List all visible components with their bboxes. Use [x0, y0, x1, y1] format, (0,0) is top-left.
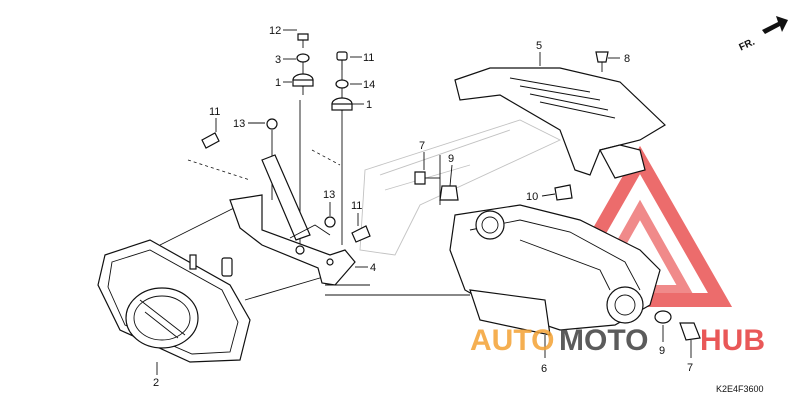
callout-12: 12 [269, 25, 281, 37]
callout-numbers: 12 3 1 11 14 1 11 13 13 11 4 2 7 9 10 5 … [153, 25, 693, 389]
background-emblem [359, 119, 562, 256]
callout-9-left: 9 [448, 153, 454, 165]
headlight-bracket [229, 154, 356, 286]
callout-1-right: 1 [366, 99, 372, 111]
callout-11-left: 11 [209, 106, 220, 118]
callout-11-top: 11 [363, 52, 374, 64]
callout-1-top: 1 [275, 77, 281, 89]
callout-11-right: 11 [351, 200, 362, 212]
callout-3: 3 [275, 54, 281, 66]
callout-13-right: 13 [323, 189, 335, 201]
callout-8: 8 [624, 53, 630, 65]
watermark: AUTO MOTO HUB [470, 324, 765, 357]
callout-2: 2 [153, 377, 159, 389]
callout-leaders [156, 29, 692, 375]
callout-5: 5 [536, 40, 542, 52]
callout-7-left: 7 [419, 140, 425, 152]
fasteners [201, 33, 701, 341]
watermark-hub: HUB [700, 324, 765, 357]
headlight-lens [97, 239, 251, 363]
diagram-code: K2E4F3600 [716, 384, 764, 394]
callout-14: 14 [363, 79, 375, 91]
watermark-auto: AUTO [470, 324, 554, 357]
upper-cover [454, 67, 666, 179]
callout-4: 4 [370, 262, 376, 274]
fr-arrow-icon [762, 16, 788, 34]
callout-10: 10 [526, 191, 538, 203]
watermark-moto: MOTO [559, 324, 648, 357]
callout-6: 6 [541, 363, 547, 375]
direction-indicator: FR. [737, 16, 788, 53]
callout-7-right: 7 [687, 362, 693, 374]
lower-housing [449, 204, 661, 336]
callout-13-left: 13 [233, 118, 245, 130]
callout-9-right: 9 [659, 345, 665, 357]
direction-label: FR. [737, 37, 756, 54]
